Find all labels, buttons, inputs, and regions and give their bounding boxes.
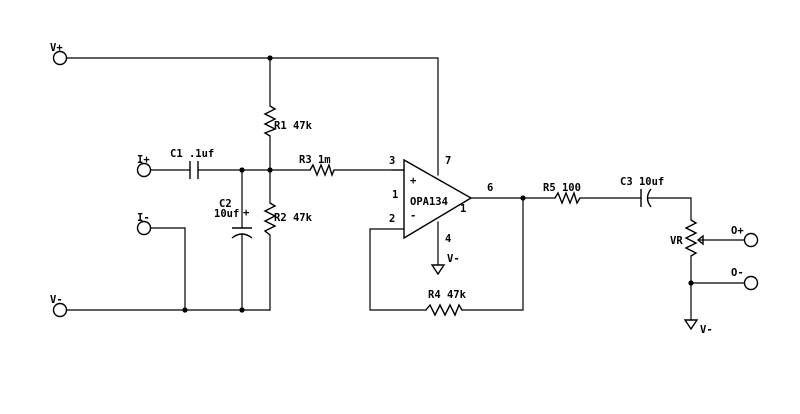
resistor-r4[interactable] — [425, 303, 463, 317]
junction-dot — [520, 195, 526, 201]
terminal-oplus[interactable] — [743, 232, 759, 248]
supply-symbols: V- V- — [430, 253, 713, 336]
terminal-oplus-label: O+ — [731, 225, 744, 237]
resistor-r1-label: R1 47k — [274, 120, 313, 132]
opamp: OPA134 + - 3 2 7 4 6 1 1 — [389, 155, 493, 245]
capacitors: C1 .1uf C2 10uf + C3 10uf — [170, 148, 664, 239]
terminal-ominus[interactable] — [743, 275, 759, 291]
iminus-wire — [150, 227, 186, 311]
terminal-iplus[interactable] — [136, 162, 152, 178]
opamp-pin1b: 1 — [460, 203, 466, 215]
r4-right-wire — [461, 197, 524, 311]
resistor-r4-label: R4 47k — [428, 289, 467, 301]
capacitor-c2-value: 10uf — [214, 208, 239, 220]
capacitor-c2[interactable] — [231, 227, 253, 239]
capacitor-c1[interactable] — [189, 161, 199, 179]
vr-resistor[interactable] — [684, 219, 698, 257]
junction-dot — [182, 307, 188, 313]
opamp-triangle[interactable] — [403, 158, 473, 240]
resistor-r5[interactable] — [554, 190, 581, 205]
capacitor-c2-name: C2 — [219, 198, 232, 210]
resistor-r2-label: R2 47k — [274, 212, 313, 224]
vr-wiper[interactable] — [697, 234, 704, 246]
vplus-rail — [66, 57, 439, 176]
wires — [66, 57, 745, 321]
resistor-r1[interactable] — [263, 105, 277, 137]
opamp-plus-sign: + — [410, 175, 416, 187]
capacitor-c3-label: C3 10uf — [620, 176, 664, 188]
vr-label: VR — [670, 235, 683, 247]
opamp-ground-icon — [430, 264, 446, 276]
opamp-pin6: 6 — [487, 182, 493, 194]
opamp-pin2: 2 — [389, 213, 395, 225]
junction-dot — [267, 167, 273, 173]
capacitor-c1-label: C1 .1uf — [170, 148, 214, 160]
opamp-pin4: 4 — [445, 233, 451, 245]
resistors: R1 47k R2 47k R3 1m R4 47k R5 100 — [263, 105, 581, 317]
opamp-minus-sign: - — [410, 210, 416, 222]
output-ground-label: V- — [700, 324, 713, 336]
junction-dot — [239, 307, 245, 313]
opamp-minus-in — [369, 228, 427, 311]
resistor-r2[interactable] — [263, 202, 277, 236]
terminal-vminus[interactable] — [52, 302, 68, 318]
opamp-pin3: 3 — [389, 155, 395, 167]
terminal-iminus[interactable] — [136, 220, 152, 236]
opamp-label: OPA134 — [410, 196, 448, 208]
terminal-vplus-label: V+ — [50, 42, 63, 54]
terminal-iplus-label: I+ — [137, 154, 150, 166]
terminal-vminus-label: V- — [50, 294, 63, 306]
opamp-pin7: 7 — [445, 155, 451, 167]
output-ground-icon — [683, 319, 699, 331]
resistor-r5-label: R5 100 — [543, 182, 581, 194]
terminal-ominus-label: O- — [731, 267, 744, 279]
opamp-pin1: 1 — [392, 189, 398, 201]
junction-dot — [239, 167, 245, 173]
terminal-iminus-label: I- — [137, 212, 150, 224]
resistor-r3[interactable] — [309, 162, 335, 178]
resistor-r3-label: R3 1m — [299, 154, 331, 166]
c3-right-wire — [647, 197, 692, 221]
terminal-vplus[interactable] — [52, 50, 68, 66]
terminals: V+ I+ I- V- O+ O- — [50, 42, 759, 318]
junction-dot — [688, 280, 694, 286]
opamp-ground-label: V- — [447, 253, 460, 265]
capacitor-c2-polarity: + — [243, 207, 249, 219]
potentiometer-vr[interactable]: VR — [670, 219, 704, 257]
junctions — [182, 55, 694, 313]
junction-dot — [267, 55, 273, 61]
capacitor-c3[interactable] — [640, 188, 652, 208]
